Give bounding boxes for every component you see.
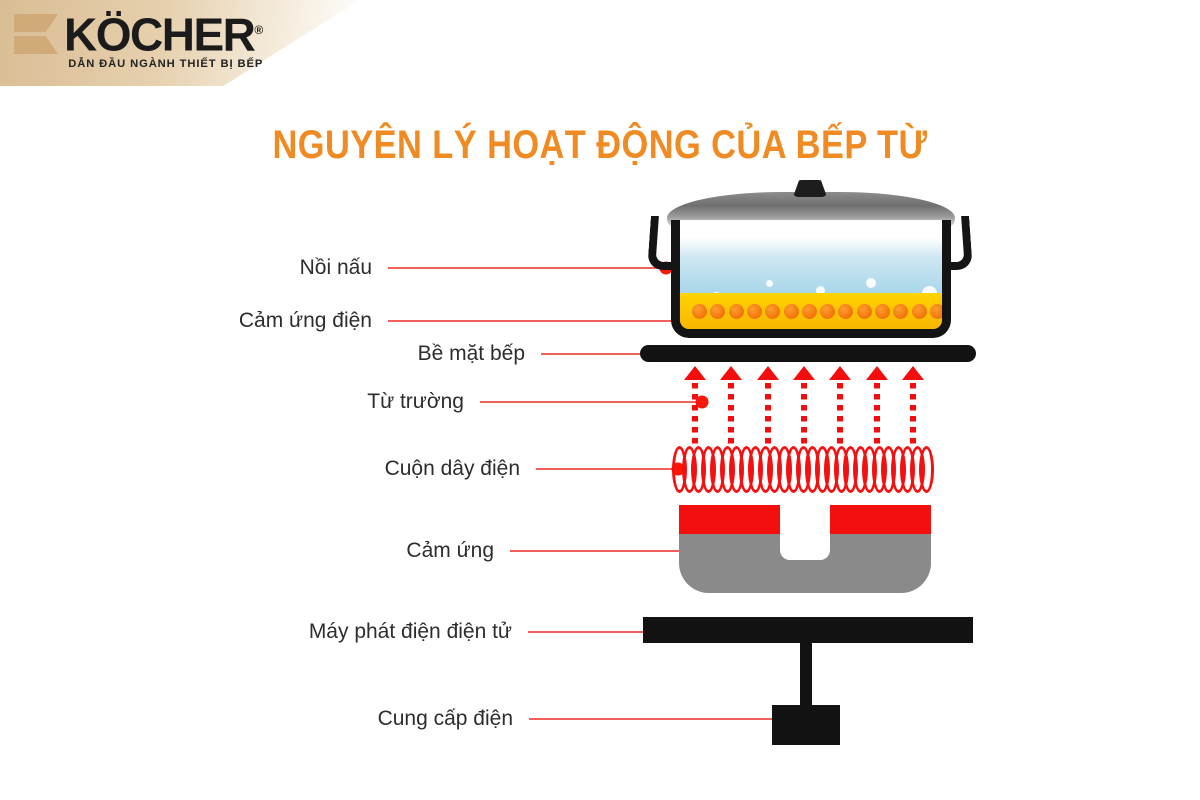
cooking-pot: [645, 176, 975, 344]
field-arrow-head-icon: [865, 366, 888, 380]
leader-dot-noi-nau: [659, 261, 673, 275]
callout-label-cuon-day-dien: Cuộn dây điện: [384, 457, 520, 480]
induction-red-right: [830, 505, 931, 534]
magnetic-field-arrow: [865, 366, 888, 444]
coil-loop: [919, 446, 934, 493]
callout-label-cam-ung-dien: Cảm ứng điện: [238, 309, 372, 332]
induction-coil: [672, 446, 934, 493]
logo-tagline: DẪN ĐẦU NGÀNH THIẾT BỊ BẾP: [68, 58, 264, 71]
leader-line-cung-cap-dien: [529, 718, 792, 720]
page-title: NGUYÊN LÝ HOẠT ĐỘNG CỦA BẾP TỪ: [272, 122, 928, 167]
magnetic-field-arrow: [684, 366, 706, 444]
callout-label-may-phat-dien: Máy phát điện điện tử: [308, 620, 512, 643]
magnetic-field-arrow: [793, 366, 815, 444]
magnetic-field-arrow: [829, 366, 852, 444]
field-arrow-head-icon: [902, 366, 924, 380]
hob-surface: [640, 345, 976, 362]
magnetic-field-arrow: [720, 366, 743, 444]
induction-red-left: [679, 505, 780, 534]
pot-heat-dot: [765, 304, 781, 319]
leader-line-cam-ung-dien: [388, 320, 713, 322]
pot-lid-knob-icon: [793, 180, 827, 197]
pot-heat-dot: [911, 304, 927, 319]
field-arrow-stem: [728, 383, 735, 444]
pot-heat-dot: [728, 304, 744, 319]
field-arrow-stem: [801, 383, 807, 444]
logo-mark-top-bar: [14, 14, 58, 32]
pot-heat-dot: [692, 304, 707, 319]
callout-label-cam-ung: Cảm ứng: [406, 539, 494, 562]
field-arrow-head-icon: [829, 366, 852, 380]
field-arrow-head-icon: [793, 366, 815, 380]
field-arrow-head-icon: [684, 366, 706, 380]
pot-heat-dot: [893, 304, 909, 319]
water-bubble: [866, 278, 876, 288]
water-bubble: [816, 286, 825, 295]
power-supply-box: [772, 705, 840, 745]
field-arrow-stem: [837, 383, 844, 444]
kocher-logo-mark-icon: [14, 14, 60, 58]
field-arrow-stem: [910, 383, 916, 444]
logo-text-block: KÖCHER® DẪN ĐẦU NGÀNH THIẾT BỊ BẾP: [64, 8, 263, 70]
field-arrow-head-icon: [756, 366, 779, 380]
leader-line-may-phat-dien: [528, 631, 655, 633]
kocher-logo[interactable]: KÖCHER® DẪN ĐẦU NGÀNH THIẾT BỊ BẾP: [14, 8, 263, 70]
pot-heat-dot: [783, 304, 799, 319]
electronic-generator-bar: [643, 617, 973, 643]
pot-heat-dot: [875, 304, 891, 319]
leader-line-tu-truong: [480, 401, 702, 403]
pot-heat-dot: [856, 304, 872, 319]
logo-wordmark: KÖCHER®: [64, 8, 264, 57]
registered-trademark-icon: ®: [254, 23, 264, 37]
pot-heat-dot: [710, 304, 726, 319]
pot-heat-dot: [930, 304, 942, 319]
induction-sensor-block: [679, 505, 931, 593]
callout-label-tu-truong: Từ trường: [367, 390, 464, 413]
callout-label-be-mat-bep: Bề mặt bếp: [417, 342, 525, 365]
field-arrow-stem: [692, 383, 698, 444]
leader-line-be-mat-bep: [541, 353, 656, 355]
logo-mark-bottom-bar: [14, 36, 58, 54]
leader-line-cuon-day-dien: [536, 468, 678, 470]
pot-heat-dot: [801, 304, 817, 319]
brand-banner: KÖCHER® DẪN ĐẦU NGÀNH THIẾT BỊ BẾP: [0, 0, 360, 86]
generator-stem-connector: [800, 643, 812, 709]
leader-dot-tu-truong: [695, 395, 709, 409]
magnetic-field-arrows: [684, 366, 924, 444]
pot-heat-dot: [746, 304, 762, 319]
field-arrow-stem: [764, 383, 771, 444]
callout-label-cung-cap-dien: Cung cấp điện: [377, 707, 513, 730]
logo-wordmark-text: KÖCHER: [64, 8, 256, 61]
pot-heat-dot: [838, 304, 854, 319]
pot-heat-dot: [820, 304, 836, 319]
induction-center-notch: [780, 505, 830, 560]
magnetic-field-arrow: [902, 366, 924, 444]
field-arrow-stem: [873, 383, 880, 444]
field-arrow-head-icon: [720, 366, 743, 380]
leader-line-noi-nau: [388, 267, 666, 269]
magnetic-field-arrow: [756, 366, 779, 444]
callout-label-noi-nau: Nồi nấu: [299, 256, 372, 279]
pot-body-water: [671, 220, 951, 338]
water-bubble: [766, 280, 773, 287]
leader-line-cam-ung: [510, 550, 704, 552]
